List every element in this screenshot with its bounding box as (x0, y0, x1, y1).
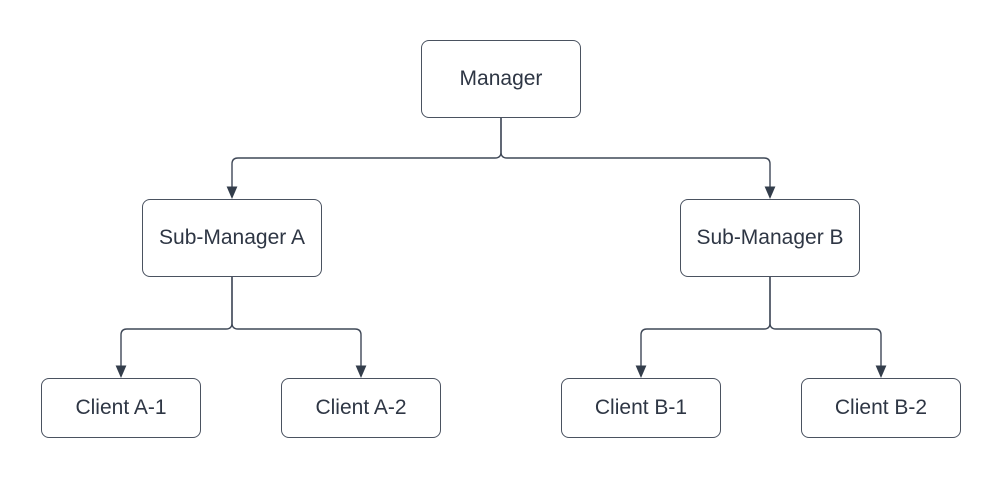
node-client-a1-label: Client A-1 (75, 396, 167, 419)
node-sub-manager-a-label: Sub-Manager A (159, 226, 305, 249)
node-manager-label: Manager (459, 67, 543, 90)
edge-manager-to-sub-a (231, 118, 502, 188)
node-sub-manager-b: Sub-Manager B (680, 199, 860, 277)
edge-sub-b-to-client-b1 (640, 277, 771, 367)
arrowhead-client-a1 (115, 365, 127, 378)
arrowhead-sub-b (764, 186, 776, 199)
arrowhead-client-a2 (355, 365, 367, 378)
edge-sub-a-to-client-a1 (120, 277, 233, 367)
node-client-b1: Client B-1 (561, 378, 721, 438)
arrowhead-sub-a (226, 186, 238, 199)
node-sub-manager-a: Sub-Manager A (142, 199, 322, 277)
node-client-b2: Client B-2 (801, 378, 961, 438)
arrowhead-client-b2 (875, 365, 887, 378)
node-client-a2: Client A-2 (281, 378, 441, 438)
node-client-a1: Client A-1 (41, 378, 201, 438)
node-client-b2-label: Client B-2 (834, 396, 928, 419)
edge-manager-to-sub-b (500, 118, 771, 188)
arrowhead-client-b1 (635, 365, 647, 378)
node-client-a2-label: Client A-2 (315, 396, 407, 419)
edge-sub-b-to-client-b2 (769, 277, 882, 367)
node-sub-manager-b-label: Sub-Manager B (696, 226, 844, 249)
edge-sub-a-to-client-a2 (231, 277, 362, 367)
node-manager: Manager (421, 40, 581, 118)
node-client-b1-label: Client B-1 (594, 396, 688, 419)
